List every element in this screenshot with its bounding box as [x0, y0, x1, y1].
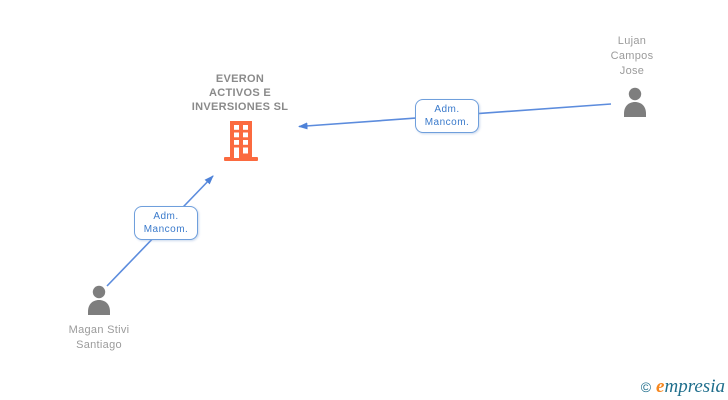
- person-name-line2: Campos: [610, 50, 654, 62]
- person-name-line1: Magan Stivi: [68, 324, 130, 336]
- person-node-magan[interactable]: [83, 285, 115, 320]
- company-node[interactable]: [224, 121, 258, 166]
- person-name-line3: Jose: [619, 65, 645, 77]
- person-name-magan-stivi-santiago[interactable]: Magan Stivi Santiago: [39, 323, 159, 353]
- edge-label-adm-mancom-top: Adm. Mancom.: [415, 99, 479, 133]
- company-name-line1: EVERON: [215, 73, 265, 85]
- logo-letter-e: e: [656, 376, 665, 397]
- edge-label-line2: Mancom.: [143, 224, 189, 235]
- company-name-line2: ACTIVOS E: [209, 87, 271, 99]
- person-icon: [88, 285, 110, 315]
- building-icon: [224, 121, 258, 161]
- copyright-icon: ©: [640, 379, 652, 395]
- company-name-line3: INVERSIONES SL: [191, 101, 289, 113]
- edge-label-line1: Adm.: [153, 211, 179, 222]
- edge-label-line2: Mancom.: [424, 117, 470, 128]
- logo-wordmark: mpresia: [664, 376, 725, 397]
- empresia-logo[interactable]: © empresia: [641, 376, 725, 398]
- person-name-line1: Lujan: [617, 35, 647, 47]
- person-name-lujan-campos-jose[interactable]: Lujan Campos Jose: [582, 34, 682, 79]
- person-icon: [624, 87, 646, 117]
- person-node-lujan[interactable]: [619, 87, 651, 122]
- edge-label-line1: Adm.: [434, 104, 460, 115]
- company-name[interactable]: EVERON ACTIVOS E INVERSIONES SL: [160, 72, 320, 114]
- person-name-line2: Santiago: [76, 339, 122, 351]
- edge-label-adm-mancom-bottom: Adm. Mancom.: [134, 206, 198, 240]
